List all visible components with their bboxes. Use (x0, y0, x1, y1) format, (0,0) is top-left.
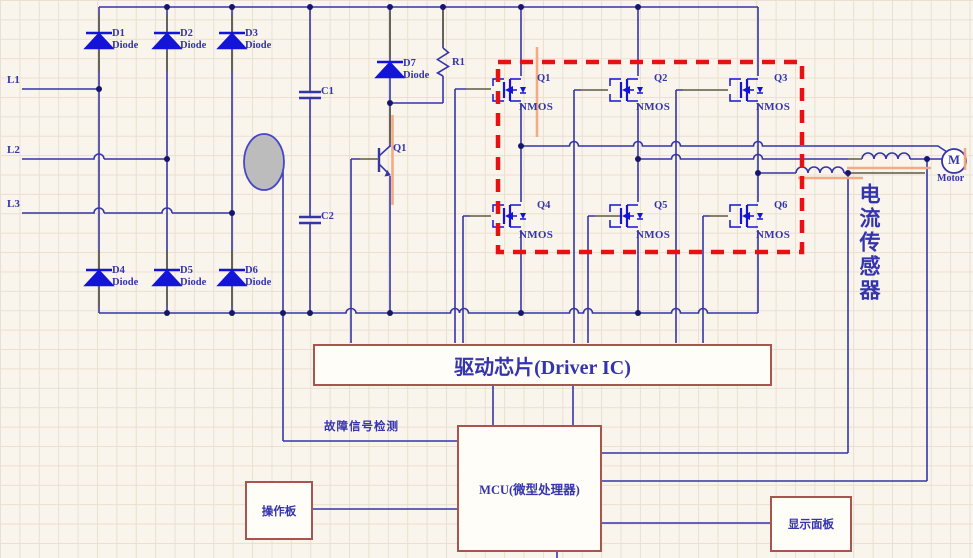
driver-ic-block: 驱动芯片(Driver IC) (313, 344, 772, 386)
mcu-label: MCU(微型处理器) (479, 483, 580, 497)
label-q4-ref: Q4 (537, 200, 551, 211)
label-d4-type: Diode (112, 277, 139, 288)
label-d4-ref: D4 (112, 265, 125, 276)
bus-sensor-ellipse (243, 133, 285, 191)
label-q5-ref: Q5 (654, 200, 668, 211)
display-panel-label: 显示面板 (788, 519, 834, 531)
operation-panel-block: 操作板 (245, 481, 313, 540)
label-d5-ref: D5 (180, 265, 193, 276)
label-d2-type: Diode (180, 40, 207, 51)
label-bjt-q1: Q1 (393, 143, 407, 154)
display-panel-block: 显示面板 (770, 496, 852, 552)
label-d3-type: Diode (245, 40, 272, 51)
bjt-emitter-arrow (384, 170, 391, 177)
driver-ic-label: 驱动芯片(Driver IC) (454, 356, 631, 379)
clamp-diode-symbol (374, 60, 406, 79)
inverter-selection-box (495, 59, 805, 255)
label-d6-type: Diode (245, 277, 272, 288)
label-q6-type: NMOS (756, 229, 791, 241)
label-d1-ref: D1 (112, 28, 125, 39)
label-motor: Motor (937, 173, 965, 184)
label-d6-ref: D6 (245, 265, 258, 276)
operation-panel-label: 操作板 (261, 505, 297, 518)
label-c2: C2 (321, 211, 334, 222)
label-motor-symbol: M (948, 153, 960, 167)
mcu-block: MCU(微型处理器) (457, 425, 602, 552)
label-l3: L3 (7, 198, 20, 210)
label-q4-type: NMOS (519, 229, 554, 241)
label-r1: R1 (452, 57, 465, 68)
label-d1-type: Diode (112, 40, 139, 51)
highlight-strokes (391, 47, 967, 205)
label-d5-type: Diode (180, 277, 207, 288)
label-d7-type: Diode (403, 70, 430, 81)
label-q2-type: NMOS (636, 101, 671, 113)
label-c1: C1 (321, 86, 334, 97)
label-q3-ref: Q3 (774, 73, 788, 84)
nmos-q6-symbol (728, 203, 765, 229)
label-d2-ref: D2 (180, 28, 193, 39)
label-q2-ref: Q2 (654, 73, 668, 84)
label-q3-type: NMOS (756, 101, 791, 113)
label-q6-ref: Q6 (774, 200, 788, 211)
label-d3-ref: D3 (245, 28, 258, 39)
wires-navy (22, 6, 948, 558)
wires-olive (98, 10, 925, 306)
label-q1-type: NMOS (519, 101, 554, 113)
label-l1: L1 (7, 74, 20, 86)
nmos-q3-symbol (728, 77, 765, 103)
junction-dots (96, 4, 930, 316)
label-q1-ref: Q1 (537, 73, 551, 84)
label-q5-type: NMOS (636, 229, 671, 241)
nmos-q2-symbol (608, 77, 645, 103)
label-d7-ref: D7 (403, 58, 416, 69)
label-current-sensor: 电流传感器 (857, 183, 882, 303)
rectifier-diode-symbols (83, 31, 248, 287)
label-l2: L2 (7, 144, 20, 156)
label-fault-signal: 故障信号检测 (324, 421, 399, 433)
